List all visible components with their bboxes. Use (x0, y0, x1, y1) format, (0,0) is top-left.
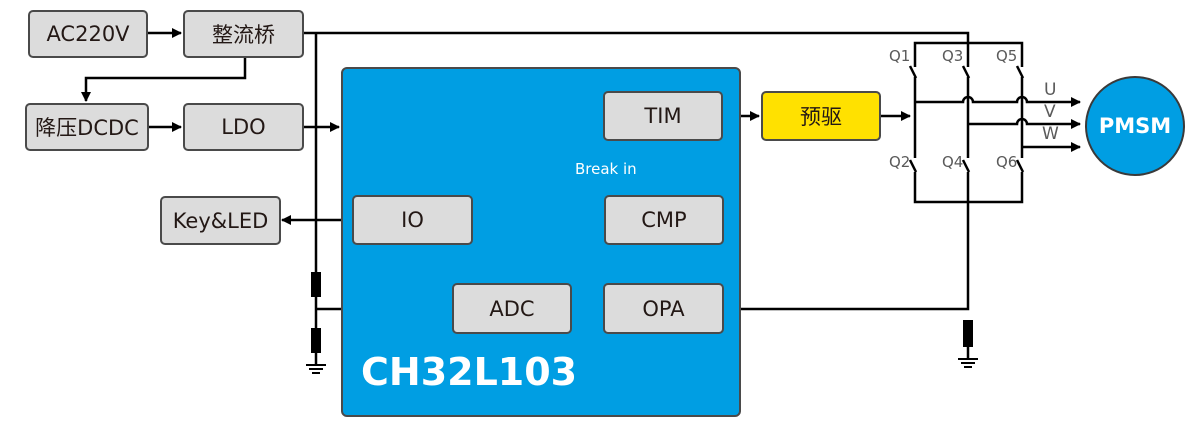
divider-resistor-lower (311, 328, 321, 353)
tim-module: TIM (603, 91, 723, 141)
io-module: IO (352, 195, 473, 245)
cmp-module: CMP (604, 195, 724, 245)
switch-q2 (908, 159, 918, 173)
break-in-label: Break in (575, 160, 637, 178)
phase-label-w: W (1042, 124, 1059, 144)
divider-resistor-upper (311, 272, 321, 297)
switch-label-q2: Q2 (889, 153, 911, 171)
pre-driver-block: 预驱 (761, 91, 881, 141)
switch-label-q3: Q3 (942, 47, 964, 65)
buck-dcdc-block: 降压DCDC (25, 103, 149, 151)
switch-q6 (1015, 159, 1025, 173)
switch-label-q1: Q1 (889, 47, 911, 65)
switch-label-q4: Q4 (942, 153, 964, 171)
phase-v-wire (968, 117, 1081, 129)
ac220v-block: AC220V (28, 10, 148, 58)
wire-shunt-to-opa (724, 202, 970, 314)
phase-label-u: U (1044, 80, 1057, 100)
ground-icon (958, 358, 978, 368)
chip-name: CH32L103 (361, 350, 578, 394)
switch-label-q5: Q5 (996, 47, 1018, 65)
opa-module: OPA (603, 283, 724, 334)
key-led-block: Key&LED (160, 196, 281, 245)
wire-dc-bus (303, 31, 970, 43)
shunt-resistor (963, 320, 973, 347)
rectifier-bridge-block: 整流桥 (183, 10, 304, 58)
switch-label-q6: Q6 (996, 153, 1018, 171)
switch-q4 (961, 159, 971, 173)
switch-q5 (1015, 65, 1025, 79)
pmsm-motor: PMSM (1085, 76, 1185, 176)
adc-module: ADC (452, 283, 572, 334)
phase-label-v: V (1044, 102, 1056, 122)
ground-icon (306, 364, 326, 374)
switch-q3 (961, 65, 971, 79)
phase-u-wire (915, 95, 1081, 107)
wire-rectifier-to-dcdc (81, 57, 247, 102)
switch-q1 (908, 65, 918, 79)
ldo-block: LDO (183, 103, 304, 151)
